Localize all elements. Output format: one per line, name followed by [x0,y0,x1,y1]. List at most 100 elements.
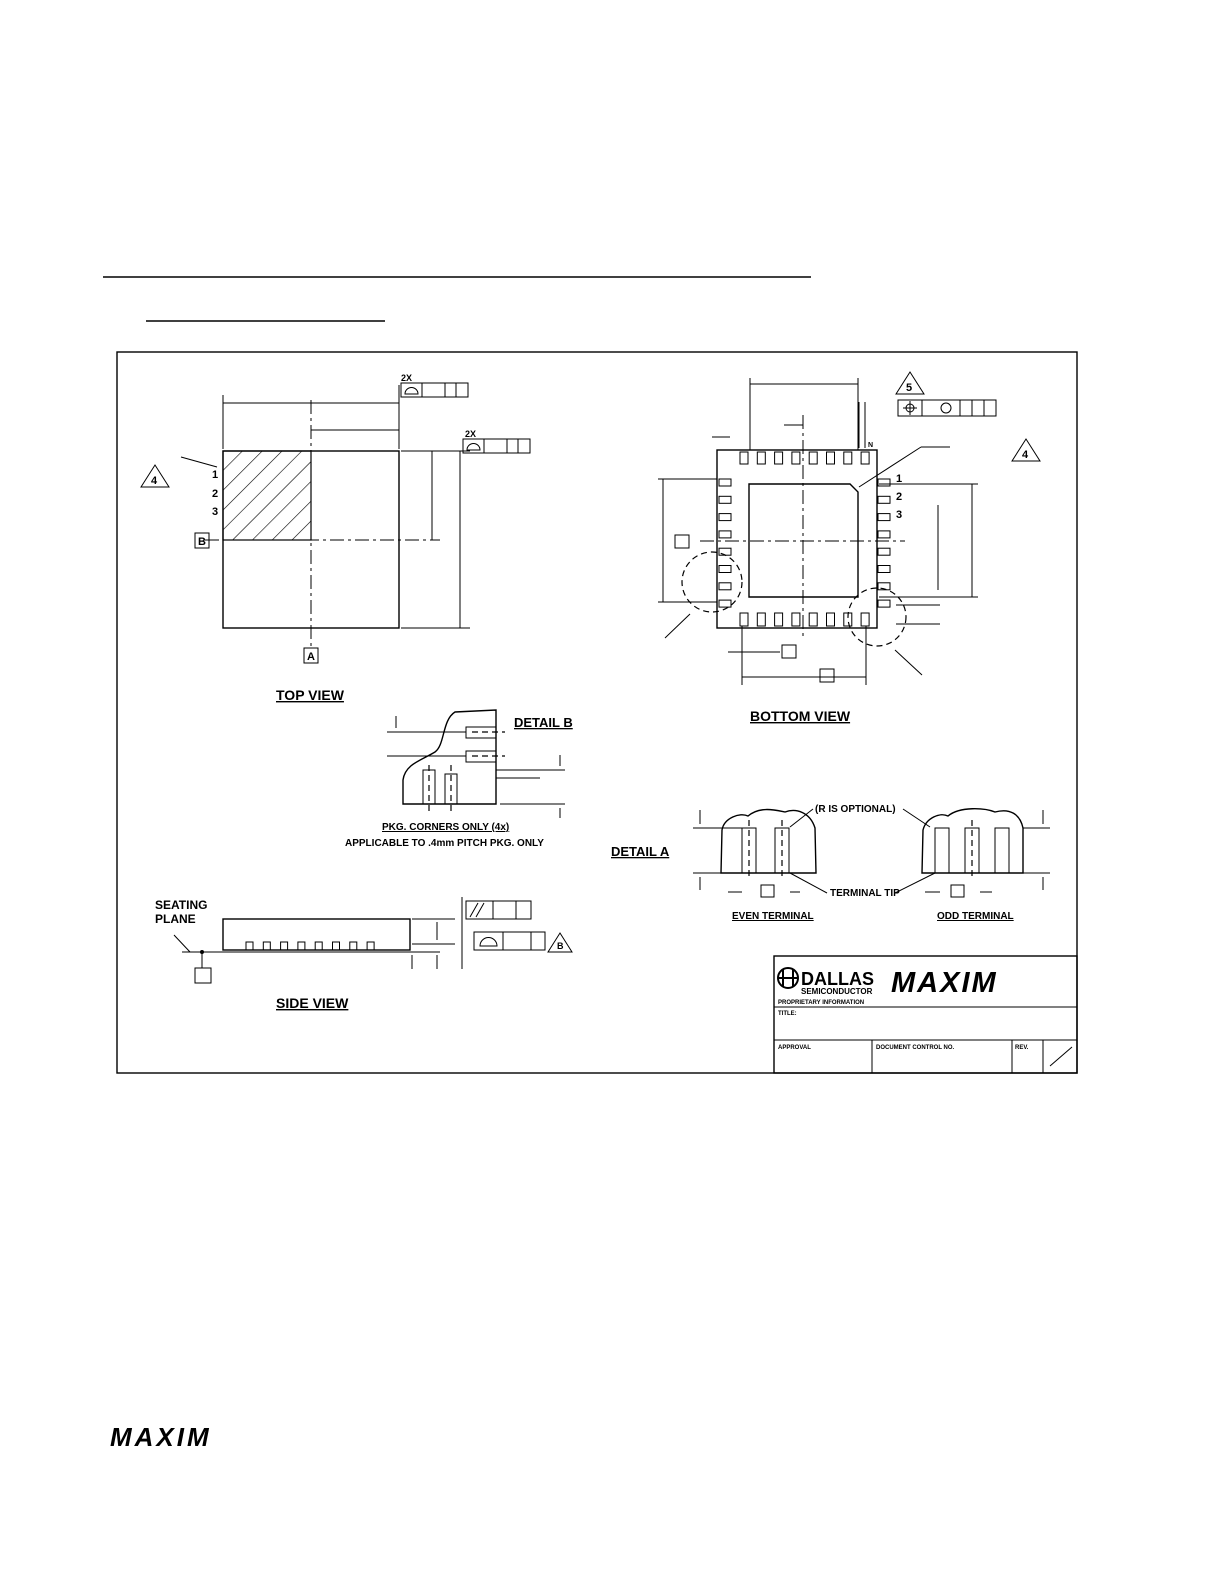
terminal-pad [718,495,732,504]
side-note-b-label: B [557,941,564,951]
side-view: SEATING PLANE B SIDE VIEW [155,897,573,1011]
drawing-frame [116,351,1078,1074]
bottom-pin-label: 1 [896,473,902,485]
odd-terminal-body [921,808,1024,874]
note-triangle-icon [140,464,170,488]
tol-2x-side-label: 2X [465,429,476,439]
bottom-view: N 1 2 3 5 4 [658,371,1041,724]
profile-surface-icon [479,937,498,947]
true-position-icon [903,401,917,415]
pin1-hatch-area [222,450,312,541]
seating-plane-label-1: SEATING [155,898,207,912]
title-block: DALLAS SEMICONDUCTOR MAXIM PROPRIETARY I… [773,955,1078,1074]
datum-a-label: A [307,651,315,663]
note-triangle-icon [895,371,925,395]
bottom-view-body [716,449,878,629]
terminal-pad [791,612,801,627]
top-pin-label: 3 [212,506,218,518]
terminal-pad [718,565,732,573]
terminal-pad [297,941,306,951]
terminal-pad [280,941,289,951]
approval-label: APPROVAL [778,1045,811,1051]
top-view-title: TOP VIEW [276,687,345,703]
footer-maxim-logo: MAXIM [108,1422,258,1459]
rev-label: REV. [1015,1045,1029,1051]
datum-b-label: B [198,536,206,548]
terminal-pad [774,451,784,465]
dallas-wordmark: DALLAS [801,969,874,989]
top-view: 2X 2X 1 2 3 4 B A TOP VIEW [140,373,531,703]
terminal-pad [718,547,732,556]
terminal-pad [718,582,732,591]
tol-2x-top-label: 2X [401,373,412,383]
terminal-pad [756,451,766,465]
bottom-view-title: BOTTOM VIEW [750,708,851,724]
r-optional-label: (R IS OPTIONAL) [815,804,896,815]
terminal-pad [718,513,732,522]
terminal-pad [860,612,870,627]
terminal-pad [332,941,340,951]
terminal-pad [349,941,358,951]
detail-a: DETAIL A (R IS OPTIONAL) TERMINAL TIP [611,804,1050,922]
doc-control-label: DOCUMENT CONTROL NO. [876,1045,955,1051]
terminal-pad [877,582,891,591]
detail-a-callout-circle [681,551,743,613]
terminal-pad [860,451,870,465]
semiconductor-wordmark: SEMICONDUCTOR [801,987,873,996]
exposed-pad [748,483,859,598]
terminal-pad [877,478,891,487]
terminal-pad [314,941,323,951]
title-label: TITLE: [778,1011,797,1017]
terminal-pad [877,495,891,504]
detail-b: DETAIL B PKG. CORNERS ONLY (4x) APPLICAB… [345,709,573,849]
detail-a-title: DETAIL A [611,844,670,859]
side-view-body [222,918,411,951]
terminal-pad [718,478,732,487]
terminal-pad [739,612,749,627]
terminal-pad [808,451,818,465]
proprietary-label: PROPRIETARY INFORMATION [778,1000,864,1006]
detail-b-note-2: APPLICABLE TO .4mm PITCH PKG. ONLY [345,838,544,849]
label-n: N [868,442,873,449]
note-5-label: 5 [906,382,912,394]
terminal-tip-label: TERMINAL TIP [830,888,900,899]
terminal-pad [877,513,891,522]
footer-logo-text: MAXIM [110,1422,212,1452]
top-pin-label: 2 [212,488,218,500]
terminal-pad [843,451,853,465]
dallas-logo-icon [777,967,799,989]
diameter-icon [940,402,952,414]
terminal-pad [718,599,732,608]
terminal-pad [756,612,766,627]
bottom-pin-label: 3 [896,509,902,521]
odd-terminal-label: ODD TERMINAL [937,911,1014,922]
top-pin-label: 1 [212,469,218,481]
note-4-label: 4 [1022,449,1029,461]
terminal-pad [774,612,784,627]
parallelism-icon [469,902,485,918]
maxim-title-logo: MAXIM [891,967,998,999]
terminal-pad [826,451,835,465]
terminal-pad [808,612,818,627]
even-terminal-label: EVEN TERMINAL [732,911,814,922]
seating-plane-label-2: PLANE [155,912,196,926]
terminal-pad [826,612,835,627]
detail-b-note-1: PKG. CORNERS ONLY (4x) [382,822,509,833]
even-terminal-body [720,808,817,874]
profile-surface-icon [404,387,419,395]
terminal-pads [718,451,891,627]
terminal-pad [877,530,891,539]
terminal-pad [877,565,891,573]
bottom-pin-label: 2 [896,491,902,503]
terminal-pad [245,941,254,951]
detail-b-callout-circle [847,587,907,647]
note-4-label: 4 [151,475,158,487]
terminal-pad [877,599,891,608]
terminal-pad [262,941,271,951]
terminal-pad [791,451,801,465]
note-triangle-icon [1011,438,1041,462]
terminal-pad [739,451,749,465]
detail-b-title: DETAIL B [514,715,573,730]
terminal-pad [366,941,375,951]
